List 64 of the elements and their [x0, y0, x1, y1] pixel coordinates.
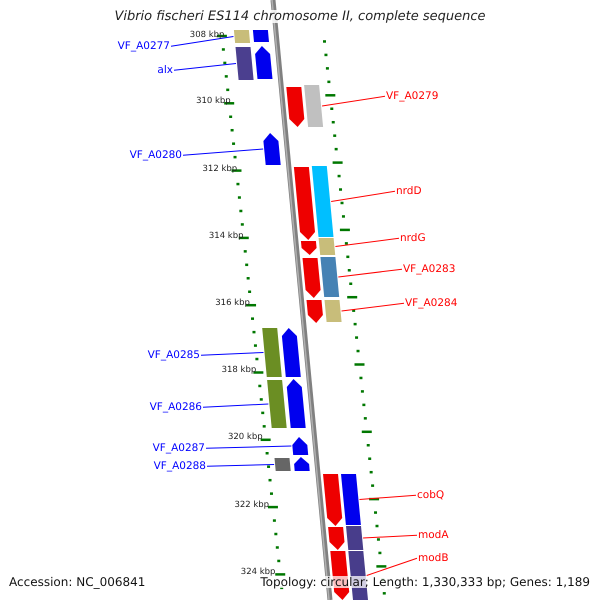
gene-label: VF_A0287 [152, 443, 205, 454]
tick-label: 324 kbp [240, 568, 276, 576]
leader-line [366, 558, 418, 576]
summary-text: Topology: circular; Length: 1,330,333 bp; Genes: 1,189 [260, 576, 590, 588]
tick-label: 316 kbp [215, 299, 250, 308]
leader-line [202, 404, 269, 408]
leader-line [206, 446, 292, 449]
gene-feature [320, 257, 340, 297]
gene-feature [346, 526, 364, 550]
map-title: Vibrio fischeri ES114 chromosome II, complete sequence [114, 10, 486, 23]
gene-feature [267, 380, 287, 428]
gene-feature [234, 30, 250, 43]
leader-line [174, 63, 237, 71]
gene-feature [306, 300, 323, 323]
gene-label: alx [157, 65, 173, 76]
tick-label: 310 kbp [196, 97, 231, 106]
gene-label: VF_A0286 [150, 402, 202, 412]
gene-feature [286, 87, 304, 127]
gene-label: VF_A0284 [405, 298, 458, 308]
tick-label: 320 kbp [228, 433, 263, 442]
gene-label: VF_A0279 [386, 91, 438, 102]
gene-feature [302, 258, 321, 298]
gene-feature [263, 133, 281, 165]
gene-feature [262, 328, 282, 377]
gene-label: modB [418, 553, 449, 564]
gene-label: VF_A0288 [154, 461, 206, 472]
gene-feature [324, 300, 342, 322]
leader-line [341, 302, 404, 312]
gene-feature [304, 85, 324, 127]
gene-feature [294, 457, 310, 471]
leader-line [358, 494, 416, 500]
leader-line [362, 534, 418, 538]
leader-line [330, 190, 396, 202]
gene-feature [274, 458, 291, 471]
gene-feature [328, 527, 344, 550]
tick-label: 308 kbp [190, 31, 224, 40]
gene-label: nrdD [396, 186, 422, 196]
gene-feature [236, 47, 254, 80]
leader-line [200, 352, 264, 356]
gene-feature [292, 437, 308, 455]
leader-line [334, 238, 400, 247]
gene-label: VF_A0285 [148, 350, 200, 360]
leader-line [338, 268, 402, 278]
gene-label: cobQ [417, 490, 444, 500]
tick-label: 322 kbp [234, 501, 270, 510]
gene-feature [286, 379, 306, 428]
gene-label: VF_A0277 [118, 41, 170, 52]
tick-label: 312 kbp [202, 165, 238, 174]
leader-line [206, 464, 275, 467]
gene-feature [282, 328, 301, 377]
gene-label: modA [418, 530, 449, 540]
gene-feature [312, 166, 334, 237]
gene-feature [341, 474, 361, 525]
gene-feature [255, 46, 272, 79]
gene-label: nrdG [400, 233, 426, 244]
gene-label: VF_A0280 [130, 150, 182, 160]
tick-label: 314 kbp [208, 232, 244, 240]
leader-line [322, 96, 386, 106]
tick-label: 318 kbp [222, 366, 256, 374]
leader-line [170, 36, 234, 47]
gene-label: VF_A0283 [403, 264, 456, 274]
gene-feature [252, 30, 269, 42]
accession-text: Accession: NC_006841 [9, 576, 146, 588]
leader-line [182, 148, 264, 156]
